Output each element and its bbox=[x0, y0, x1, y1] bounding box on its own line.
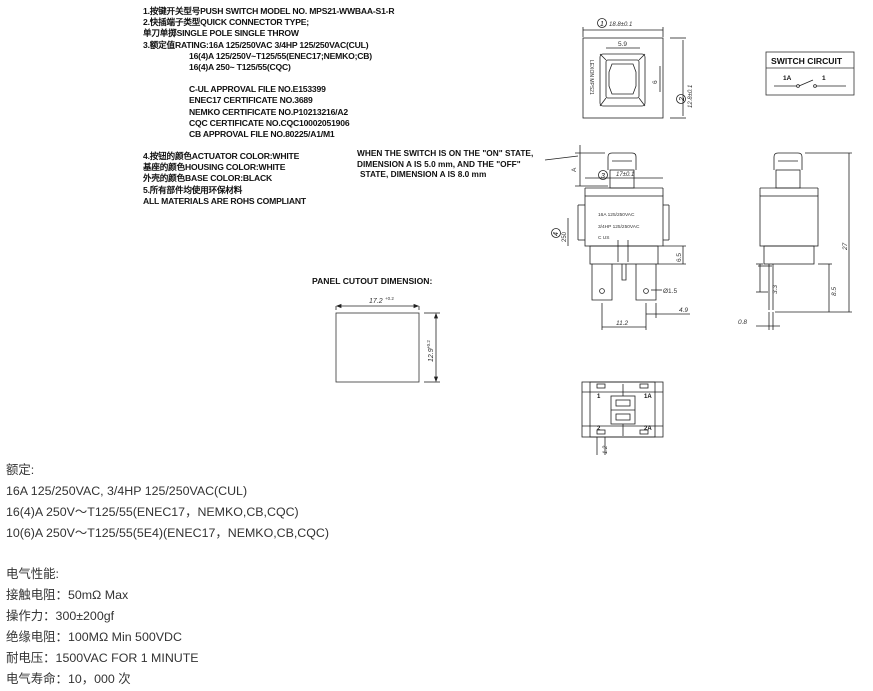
rating-line: 10(6)A 250V～T125/55(5E4)(ENEC17，NEMKO,CB… bbox=[6, 525, 329, 540]
spec-text-section: 额定: 16A 125/250VAC, 3/4HP 125/250VAC(CUL… bbox=[6, 460, 329, 690]
top-view-side-text: LEXON MPS21 bbox=[588, 60, 594, 95]
front-label-line: 3/4HP 125/250VAC bbox=[598, 224, 640, 230]
bottom-view-drawing: 1 1A 2 2A 1.2 bbox=[581, 381, 664, 455]
spec-line: 4.按钮的颜色ACTUATOR COLOR:WHITE bbox=[143, 151, 300, 162]
side-dim-85: 8.5 bbox=[831, 287, 838, 296]
cutout-width-tol: +0.2 bbox=[385, 296, 394, 301]
electrical-line: 电气寿命：10，000 次 bbox=[6, 671, 131, 686]
electrical-title: 电气性能: bbox=[6, 567, 60, 582]
bottom-dim-12: 1.2 bbox=[603, 445, 609, 454]
spec-line: 2.快插端子类型QUICK CONNECTOR TYPE; bbox=[143, 17, 309, 28]
note-line: DIMENSION A IS 5.0 mm, AND THE "OFF" bbox=[357, 158, 521, 169]
spec-line: 单刀单掷SINGLE POLE SINGLE THROW bbox=[143, 28, 299, 39]
spec-line: C-UL APPROVAL FILE NO.E153399 bbox=[189, 84, 326, 95]
cutout-height-tol: +0.2 bbox=[426, 340, 431, 349]
spec-line: 1.按键开关型号PUSH SWITCH MODEL NO. MPS21-WWBA… bbox=[143, 6, 395, 16]
spec-line: 16(4)A 250~ T125/55(CQC) bbox=[189, 61, 291, 72]
front-dim-49: 4.9 bbox=[679, 307, 688, 314]
callout-1: 1 bbox=[600, 21, 604, 28]
terminal-1: 1 bbox=[822, 75, 826, 82]
note-line: STATE, DIMENSION A IS 8.0 mm bbox=[360, 169, 487, 179]
switch-circuit-diagram: SWITCH CIRCUIT 1A 1 bbox=[765, 51, 855, 96]
spec-line: CQC CERTIFICATE NO.CQC10002051906 bbox=[189, 117, 350, 128]
front-dim-a: A bbox=[571, 167, 578, 172]
cutout-width-dim: 17.2 bbox=[369, 298, 383, 305]
spec-line: 16(4)A 125/250V~T125/55(ENEC17;NEMKO;CB) bbox=[189, 50, 372, 61]
dimension-a-note: WHEN THE SWITCH IS ON THE "ON" STATE, DI… bbox=[357, 148, 533, 180]
front-view-drawing: 16A 125/250VAC 3/4HP 125/250VAC C US A 3… bbox=[544, 145, 690, 330]
rating-title: 额定: bbox=[6, 463, 35, 477]
front-dim-112: 11.2 bbox=[616, 320, 629, 327]
front-dim-top: 17±0.1 bbox=[616, 172, 634, 178]
technical-drawing: 1.按键开关型号PUSH SWITCH MODEL NO. MPS21-WWBA… bbox=[143, 6, 855, 455]
electrical-line: 操作力：300±200gf bbox=[6, 609, 115, 624]
spec-line: 3.额定值RATING:16A 125/250VAC 3/4HP 125/250… bbox=[143, 39, 369, 50]
side-dim-33: 3.3 bbox=[772, 285, 779, 294]
front-label-line: C US bbox=[598, 235, 609, 241]
cutout-height-dim: 12.9 bbox=[428, 348, 435, 362]
rating-line: 16A 125/250VAC, 3/4HP 125/250VAC(CUL) bbox=[6, 483, 248, 498]
top-inner-dim: 5.9 bbox=[618, 41, 627, 48]
callout-2: 2 bbox=[679, 97, 686, 102]
top-view-drawing: LEXON MPS21 1 18.8±0.1 5.9 6 2 12.8±0.1 bbox=[582, 18, 694, 119]
panel-cutout-drawing: 17.2 +0.2 12.9 +0.2 bbox=[335, 296, 440, 383]
drawing-canvas: 17.2 +0.2 12.9 +0.2 SWITCH CIRCUIT 1A 1 bbox=[335, 18, 855, 455]
spec-notes: 1.按键开关型号PUSH SWITCH MODEL NO. MPS21-WWBA… bbox=[143, 6, 395, 207]
spec-line: 5.所有部件均使用环保材料 bbox=[143, 184, 243, 195]
note-line: WHEN THE SWITCH IS ON THE "ON" STATE, bbox=[357, 148, 534, 158]
top-height-dim: 12.8±0.1 bbox=[688, 85, 694, 108]
electrical-line: 接触电阻：50mΩ Max bbox=[6, 588, 129, 603]
rating-line: 16(4)A 250V～T125/55(ENEC17，NEMKO,CB,CQC) bbox=[6, 504, 299, 519]
panel-cutout-title: PANEL CUTOUT DIMENSION: bbox=[312, 276, 433, 286]
spec-line: NEMKO CERTIFICATE NO.P10213216/A2 bbox=[189, 106, 348, 117]
side-view-drawing: 27 8.5 3.3 0.8 bbox=[738, 152, 852, 330]
bottom-label-2: 2 bbox=[597, 426, 601, 432]
bottom-label-1a: 1A bbox=[644, 394, 652, 400]
electrical-line: 耐电压：1500VAC FOR 1 MINUTE bbox=[6, 651, 199, 666]
callout-4: 4 bbox=[553, 232, 560, 236]
front-dim-15: Ø1.5 bbox=[663, 288, 677, 295]
spec-line: 外壳的颜色BASE COLOR:BLACK bbox=[143, 173, 272, 184]
spec-line: 基座的颜色HOUSING COLOR:WHITE bbox=[143, 162, 286, 173]
spec-line: ALL MATERIALS ARE ROHS COMPLIANT bbox=[143, 195, 306, 206]
spec-line: ENEC17 CERTIFICATE NO.3689 bbox=[189, 95, 313, 106]
spec-line: CB APPROVAL FILE NO.80225/A1/M1 bbox=[189, 128, 335, 139]
top-side-dim: 6 bbox=[652, 80, 659, 84]
bottom-label-1: 1 bbox=[597, 394, 601, 400]
front-dim-250: 250 bbox=[562, 231, 568, 242]
side-dim-27: 27 bbox=[842, 242, 849, 251]
terminal-1a: 1A bbox=[783, 75, 792, 82]
top-width-dim: 18.8±0.1 bbox=[609, 22, 632, 28]
callout-3: 3 bbox=[601, 173, 605, 180]
front-label-line: 16A 125/250VAC bbox=[598, 212, 635, 218]
switch-circuit-title: SWITCH CIRCUIT bbox=[771, 56, 843, 66]
front-dim-65: 6.5 bbox=[676, 253, 683, 262]
bottom-label-2a: 2A bbox=[644, 426, 652, 432]
side-dim-08: 0.8 bbox=[738, 319, 747, 326]
electrical-line: 绝缘电阻：100MΩ Min 500VDC bbox=[6, 630, 182, 645]
